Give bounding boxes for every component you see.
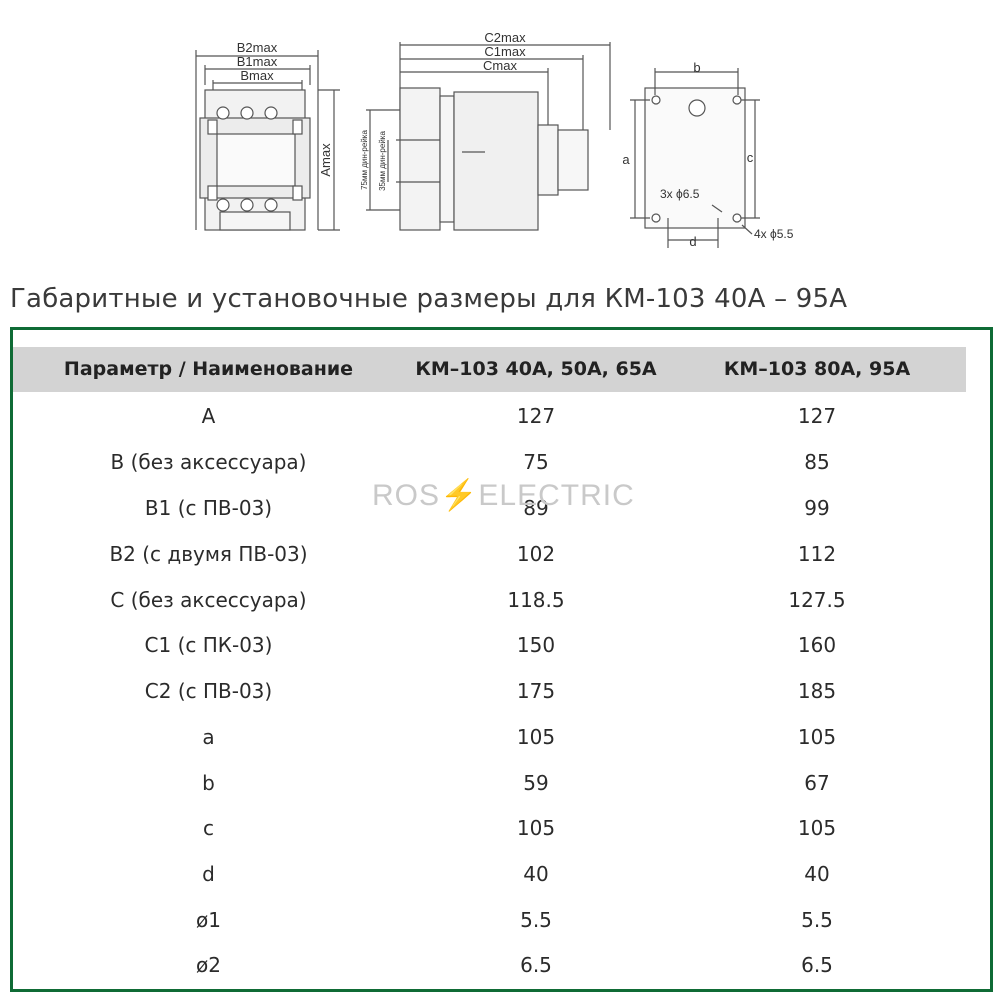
row-value-40-65: 59	[523, 771, 549, 795]
row-param: A	[201, 404, 216, 428]
row-param: b	[202, 771, 215, 795]
table-row: d 40 40	[13, 851, 966, 897]
watermark-text-left: ROS	[372, 479, 441, 512]
row-value-80-95: 67	[804, 771, 830, 795]
dimension-drawings: B2max B1max Bmax Amax C2max C1max Cmax 7…	[195, 30, 794, 249]
row-value-80-95: 5.5	[801, 908, 833, 932]
label-amax: Amax	[318, 143, 333, 177]
label-rail-35: 35мм дин-рейка	[378, 131, 387, 191]
watermark-logo: ROS⚡ELECTRIC	[372, 478, 635, 513]
row-value-40-65: 5.5	[520, 908, 552, 932]
table-row: B2 (с двумя ПВ-03) 102 112	[13, 531, 966, 577]
row-value-80-95: 127.5	[788, 588, 846, 612]
header-km103-80-95: КМ–103 80А, 95А	[723, 358, 911, 380]
side-view	[366, 42, 611, 231]
row-value-40-65: 105	[516, 816, 556, 840]
front-view	[195, 50, 340, 231]
row-param: ø1	[196, 908, 221, 932]
label-hole-3x: 3x ϕ6.5	[660, 187, 700, 201]
row-param: ø2	[196, 953, 221, 977]
row-param: C1 (с ПК-03)	[144, 633, 273, 657]
row-value-40-65: 89	[523, 496, 549, 520]
table-row: ø2 6.5 6.5	[13, 942, 966, 988]
page-title: Габаритные и установочные размеры для КМ…	[10, 284, 848, 314]
table-row: C (без аксессуара) 118.5 127.5	[13, 577, 966, 623]
row-value-80-95: 112	[797, 542, 837, 566]
row-value-80-95: 185	[797, 679, 837, 703]
row-value-40-65: 75	[523, 450, 549, 474]
row-value-80-95: 6.5	[801, 953, 833, 977]
mounting-view	[630, 68, 760, 248]
watermark-text-right: ELECTRIC	[478, 479, 635, 512]
table-frame	[10, 327, 993, 992]
row-value-80-95: 99	[804, 496, 830, 520]
label-c1max: C1max	[484, 44, 526, 59]
table-row: B (без аксессуара) 75 85	[13, 439, 966, 485]
table-row: C1 (с ПК-03) 150 160	[13, 622, 966, 668]
table-header: Параметр / Наименование КМ–103 40А, 50А,…	[13, 347, 966, 392]
lightning-icon: ⚡	[440, 479, 479, 512]
row-param: B1 (с ПВ-03)	[144, 496, 273, 520]
header-km103-40-65: КМ–103 40А, 50А, 65А	[415, 358, 657, 380]
row-value-40-65: 127	[516, 404, 556, 428]
row-value-40-65: 150	[516, 633, 556, 657]
row-value-40-65: 102	[516, 542, 556, 566]
label-b1max: B1max	[237, 54, 278, 69]
row-value-80-95: 105	[797, 725, 837, 749]
table-row: a 105 105	[13, 714, 966, 760]
label-bmax: Bmax	[240, 68, 274, 83]
row-value-80-95: 127	[797, 404, 837, 428]
row-value-80-95: 105	[797, 816, 837, 840]
label-mount-d: d	[689, 234, 696, 249]
table-row: C2 (с ПВ-03) 175 185	[13, 668, 966, 714]
row-param: a	[202, 725, 215, 749]
row-param: d	[202, 862, 215, 886]
row-value-40-65: 6.5	[520, 953, 552, 977]
row-param: C (без аксессуара)	[110, 588, 307, 612]
label-mount-a: a	[622, 152, 630, 167]
row-value-40-65: 40	[523, 862, 549, 886]
row-param: B (без аксессуара)	[110, 450, 307, 474]
row-param: c	[203, 816, 214, 840]
label-mount-b: b	[693, 60, 700, 75]
label-cmax: Cmax	[483, 58, 517, 73]
label-c2max: C2max	[484, 30, 526, 45]
row-value-80-95: 85	[804, 450, 830, 474]
label-b2max: B2max	[237, 40, 278, 55]
label-mount-c: c	[747, 150, 754, 165]
row-value-80-95: 160	[797, 633, 837, 657]
row-value-40-65: 118.5	[507, 588, 565, 612]
row-value-40-65: 105	[516, 725, 556, 749]
table-row: b 59 67	[13, 760, 966, 806]
row-param: B2 (с двумя ПВ-03)	[109, 542, 308, 566]
row-value-40-65: 175	[516, 679, 556, 703]
header-parameter: Параметр / Наименование	[63, 358, 354, 380]
row-value-80-95: 40	[804, 862, 830, 886]
label-rail-75: 75мм дин-рейка	[360, 130, 369, 190]
table-row: c 105 105	[13, 805, 966, 851]
row-param: C2 (с ПВ-03)	[144, 679, 273, 703]
table-row: A 127 127	[13, 393, 966, 439]
label-hole-4x: 4x ϕ5.5	[754, 227, 794, 241]
table-row: ø1 5.5 5.5	[13, 897, 966, 943]
table-row: B1 (с ПВ-03) 89 99	[13, 485, 966, 531]
